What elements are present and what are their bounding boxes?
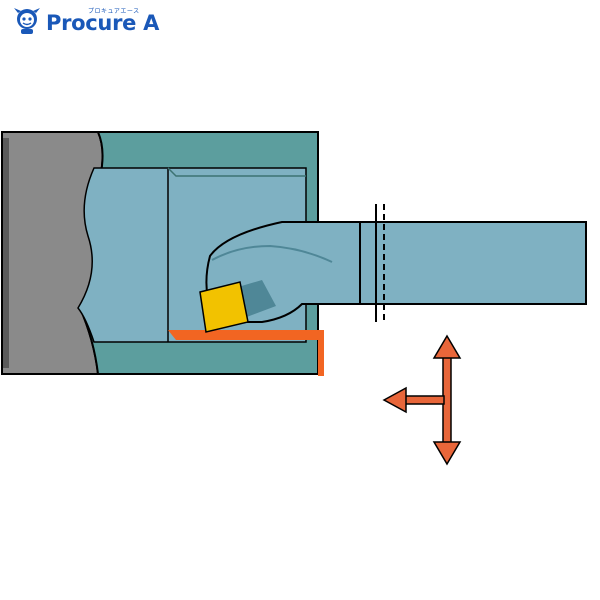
machined-surface: [168, 330, 324, 376]
workpiece-gray-section: [1, 131, 104, 375]
brand-wordmark: プロキュアエース Procure A: [46, 6, 159, 36]
brand-logo[interactable]: プロキュアエース Procure A: [12, 6, 159, 36]
direction-arrows-icon: [382, 334, 462, 466]
chip-groove: [211, 244, 333, 263]
mascot-icon: [14, 8, 40, 34]
bore-step-face: [167, 167, 306, 177]
cutting-insert: [199, 281, 249, 333]
brand-name: Procure A: [46, 11, 160, 35]
brand-kana: プロキュアエース: [88, 8, 140, 15]
